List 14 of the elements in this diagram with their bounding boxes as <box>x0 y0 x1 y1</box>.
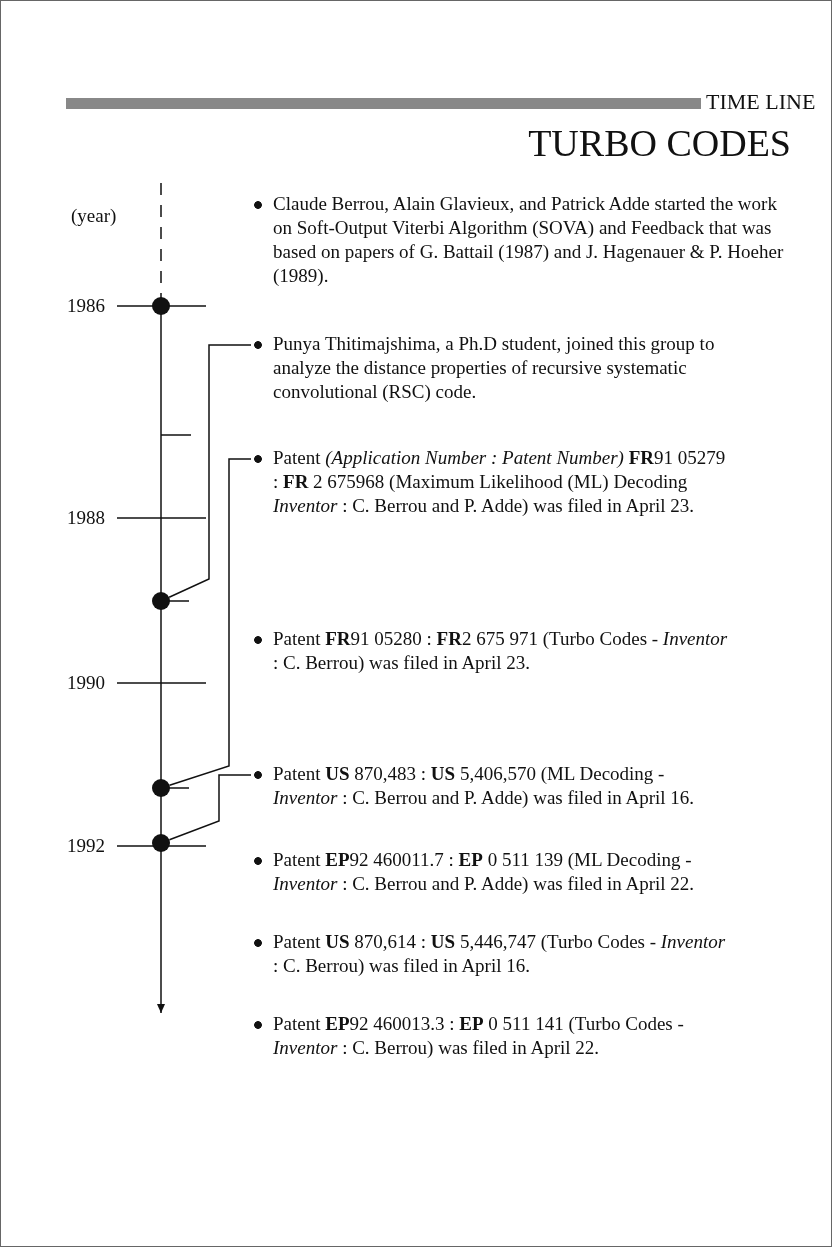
leader-line <box>168 774 252 841</box>
title: TURBO CODES <box>528 121 791 165</box>
timeline-dot <box>152 592 170 610</box>
year-label: 1988 <box>67 506 105 530</box>
year-label: 1986 <box>67 294 105 318</box>
section-label: TIME LINE <box>706 90 816 114</box>
year-label: 1990 <box>67 671 105 695</box>
leader-line <box>168 344 252 598</box>
axis-unit-label: (year) <box>71 204 117 228</box>
timeline-dot <box>152 779 170 797</box>
timeline-dot <box>152 834 170 852</box>
timeline-dot <box>152 297 170 315</box>
leader-line <box>168 458 252 786</box>
year-label: 1992 <box>67 834 105 858</box>
